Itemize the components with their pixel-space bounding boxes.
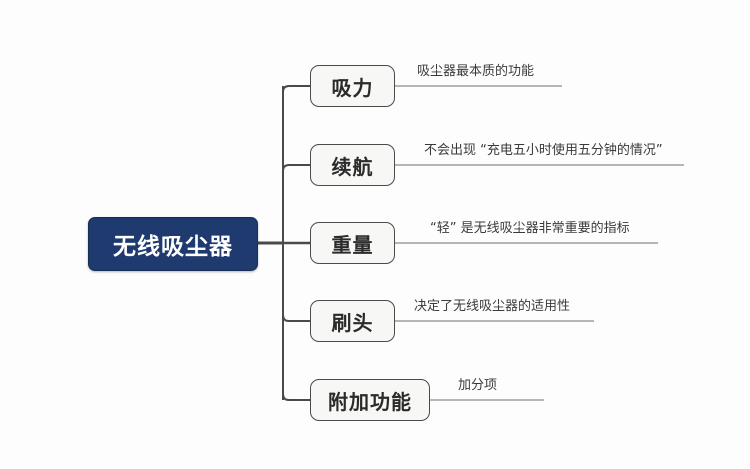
leaf-description-1-text: 吸尘器最本质的功能	[417, 64, 535, 79]
leaf-description-3: “轻” 是无线吸尘器非常重要的指标	[426, 221, 634, 240]
branch-node-1-label: 吸力	[331, 75, 374, 100]
branch-node-3-label: 重量	[331, 232, 374, 257]
branch-node-4[interactable]: 刷头	[310, 300, 395, 342]
connector-branch-2	[282, 164, 310, 172]
connector-branch-4	[282, 314, 310, 322]
leaf-description-4-text: 决定了无线吸尘器的适用性	[414, 299, 571, 314]
branch-node-5[interactable]: 附加功能	[310, 379, 430, 421]
connector-branch-5	[282, 393, 310, 401]
leaf-description-3-text: “轻” 是无线吸尘器非常重要的指标	[430, 221, 630, 236]
connector-branch-1	[282, 85, 310, 96]
branch-node-1[interactable]: 吸力	[310, 65, 395, 107]
branch-node-5-label: 附加功能	[328, 389, 412, 414]
leaf-description-5: 加分项	[454, 378, 501, 397]
leaf-description-2: 不会出现 “充电五小时使用五分钟的情况”	[420, 143, 667, 162]
root-node-label: 无线吸尘器	[113, 234, 233, 260]
root-node[interactable]: 无线吸尘器	[88, 217, 258, 271]
leaf-description-1: 吸尘器最本质的功能	[413, 64, 538, 83]
branch-node-2-label: 续航	[331, 154, 374, 179]
branch-node-4-label: 刷头	[331, 310, 374, 335]
leaf-description-4: 决定了无线吸尘器的适用性	[410, 299, 574, 318]
branch-node-2[interactable]: 续航	[310, 144, 395, 186]
leaf-description-2-text: 不会出现 “充电五小时使用五分钟的情况”	[424, 143, 663, 158]
branch-node-3[interactable]: 重量	[310, 222, 395, 264]
leaf-description-5-text: 加分项	[458, 378, 498, 393]
